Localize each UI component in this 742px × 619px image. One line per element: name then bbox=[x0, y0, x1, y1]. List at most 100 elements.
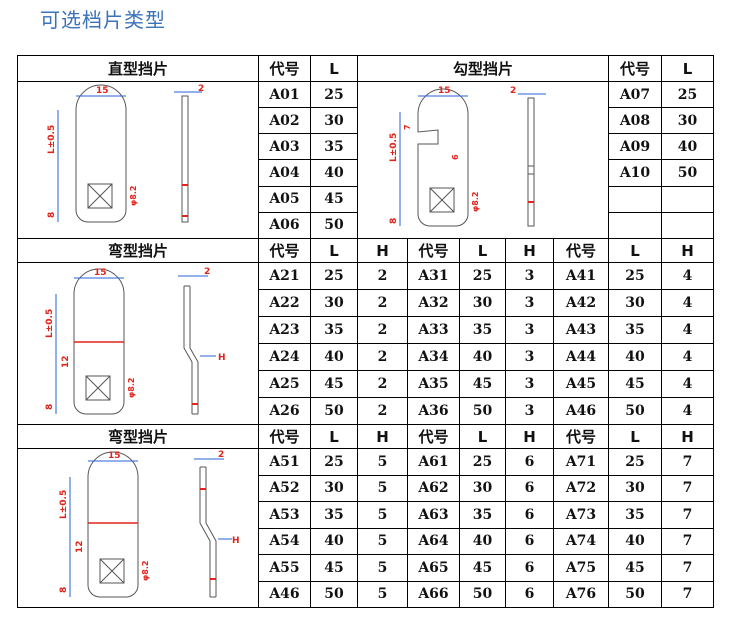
cell: 50 bbox=[459, 397, 506, 425]
col-header: L bbox=[608, 238, 662, 263]
col-header: 代号 bbox=[407, 238, 460, 263]
cell: A46 bbox=[553, 397, 609, 425]
col-header: H bbox=[661, 424, 714, 449]
straight-baffle-drawing: 15 2 L±0.5 8 φ8.2 bbox=[17, 81, 259, 239]
bent-drawing-svg-1: 15 2 H L±0.5 12 8 φ8.2 bbox=[45, 267, 226, 414]
col-header: 代号 bbox=[553, 238, 609, 263]
cell: 3 bbox=[505, 343, 554, 371]
cell: A65 bbox=[407, 554, 460, 582]
dim-hook-mid: 6 bbox=[451, 154, 460, 160]
col-L: L bbox=[661, 55, 714, 82]
cell: A34 bbox=[407, 343, 460, 371]
cell: A75 bbox=[553, 554, 609, 582]
cell: 25 bbox=[459, 448, 506, 476]
cell: 3 bbox=[505, 397, 554, 425]
cell: 2 bbox=[357, 343, 408, 371]
bent-title-1: 弯型挡片 bbox=[17, 238, 259, 263]
cell: 25 bbox=[310, 262, 358, 290]
cell: 6 bbox=[505, 474, 554, 502]
dim-thickness: 2 bbox=[204, 267, 210, 277]
cell-code: A04 bbox=[258, 159, 311, 187]
empty-cell bbox=[608, 185, 662, 213]
cell: 4 bbox=[661, 289, 714, 317]
cell: 6 bbox=[505, 527, 554, 555]
col-header: 代号 bbox=[258, 424, 311, 449]
cell: A64 bbox=[407, 527, 460, 555]
dim-bottom: 8 bbox=[45, 403, 55, 409]
col-header: L bbox=[608, 424, 662, 449]
cell: A33 bbox=[407, 316, 460, 344]
col-header: H bbox=[357, 424, 408, 449]
cell: 30 bbox=[608, 474, 662, 502]
cell: 30 bbox=[608, 289, 662, 317]
dim-hook-top: 7 bbox=[403, 124, 412, 130]
cell: 30 bbox=[459, 474, 506, 502]
cell: 3 bbox=[505, 289, 554, 317]
cell-L: 45 bbox=[310, 185, 358, 213]
cell: A21 bbox=[258, 262, 311, 290]
cell: A54 bbox=[258, 527, 311, 555]
dim-width: 15 bbox=[94, 268, 107, 278]
cell: 25 bbox=[310, 448, 358, 476]
cell: A23 bbox=[258, 316, 311, 344]
empty-cell bbox=[661, 211, 714, 240]
cell: 4 bbox=[661, 397, 714, 425]
cell: 35 bbox=[459, 316, 506, 344]
cell: A24 bbox=[258, 343, 311, 371]
cell-code: A02 bbox=[258, 107, 311, 135]
cell: A73 bbox=[553, 501, 609, 529]
cell: A46 bbox=[258, 580, 311, 608]
col-header: H bbox=[661, 238, 714, 263]
cell: 7 bbox=[661, 474, 714, 502]
dim-bottom: 8 bbox=[389, 218, 399, 224]
empty-cell bbox=[661, 185, 714, 213]
dim-length: L±0.5 bbox=[59, 490, 69, 519]
dim-width: 15 bbox=[108, 451, 121, 461]
cell: 30 bbox=[310, 289, 358, 317]
cell: 50 bbox=[608, 397, 662, 425]
col-header: H bbox=[357, 238, 408, 263]
cell: 6 bbox=[505, 554, 554, 582]
cell: 30 bbox=[459, 289, 506, 317]
hook-drawing-svg: 15 2 7 6 L±0.5 8 φ8.2 bbox=[389, 86, 546, 227]
cell: 50 bbox=[608, 580, 662, 608]
cell: 5 bbox=[357, 554, 408, 582]
dim-thickness: 2 bbox=[198, 84, 204, 94]
col-header: L bbox=[459, 238, 506, 263]
cell: 2 bbox=[357, 262, 408, 290]
cell: 7 bbox=[661, 501, 714, 529]
cell: A22 bbox=[258, 289, 311, 317]
dim-bend-h: H bbox=[232, 536, 240, 546]
dim-hole: φ8.2 bbox=[127, 377, 136, 397]
cell: 30 bbox=[310, 474, 358, 502]
dim-width: 15 bbox=[96, 86, 109, 96]
cell: 4 bbox=[661, 262, 714, 290]
cell-L: 25 bbox=[661, 80, 714, 109]
cell: 45 bbox=[310, 554, 358, 582]
dim-width: 15 bbox=[438, 86, 451, 96]
col-header: 代号 bbox=[258, 238, 311, 263]
cell: A32 bbox=[407, 289, 460, 317]
dim-length: L±0.5 bbox=[45, 308, 55, 337]
cell-code: A07 bbox=[608, 80, 662, 109]
cell: 45 bbox=[310, 370, 358, 398]
cell: 45 bbox=[608, 370, 662, 398]
cell: A36 bbox=[407, 397, 460, 425]
col-header: L bbox=[310, 424, 358, 449]
cell-L: 25 bbox=[310, 80, 358, 109]
cell: A61 bbox=[407, 448, 460, 476]
cell: 50 bbox=[459, 580, 506, 608]
cell: 2 bbox=[357, 316, 408, 344]
cell: 3 bbox=[505, 262, 554, 290]
cell: 7 bbox=[661, 527, 714, 555]
cell: A45 bbox=[553, 370, 609, 398]
col-code: 代号 bbox=[258, 55, 311, 82]
cell: A55 bbox=[258, 554, 311, 582]
cell: 2 bbox=[357, 289, 408, 317]
cell-L: 30 bbox=[661, 107, 714, 135]
empty-cell bbox=[608, 211, 662, 240]
cell: 25 bbox=[608, 448, 662, 476]
cell: A66 bbox=[407, 580, 460, 608]
cell: 50 bbox=[310, 397, 358, 425]
cell: A25 bbox=[258, 370, 311, 398]
